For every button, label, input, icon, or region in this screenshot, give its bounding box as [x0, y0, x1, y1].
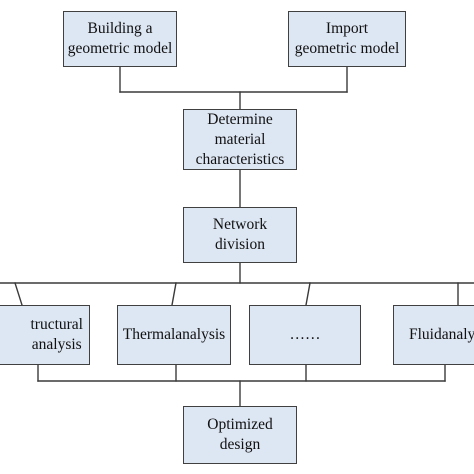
building-geometric-model-box: Building a geometric model: [63, 11, 177, 67]
label-line: ……: [289, 326, 321, 343]
label-line: material: [214, 130, 266, 148]
ellipsis-label: ……: [290, 325, 321, 345]
fluid-analysis-label: Fluidanaly: [409, 325, 474, 345]
label-line: Network: [212, 216, 268, 233]
building-geometric-model-label: Building a geometric model: [68, 19, 173, 59]
connector-split-to-ellipsis: [305, 282, 311, 306]
label-line: Building a: [87, 20, 153, 37]
label-line: geometric model: [67, 40, 173, 57]
label-line: Determine: [207, 110, 273, 128]
determine-material-label: Determine material characteristics: [196, 110, 285, 170]
label-line: characteristics: [195, 150, 285, 168]
structural-analysis-box: tructural analysis: [0, 305, 90, 365]
label-line: geometric model: [294, 40, 400, 57]
label-line: analysis: [31, 336, 82, 353]
network-division-box: Network division: [183, 207, 297, 263]
connector-split-to-structural: [14, 282, 23, 306]
import-geometric-model-label: Import geometric model: [295, 19, 400, 59]
determine-material-box: Determine material characteristics: [183, 109, 297, 170]
thermal-analysis-box: Thermalanalysis: [117, 305, 231, 365]
label-line: Optimized: [207, 416, 273, 433]
thermal-analysis-label: Thermalanalysis: [123, 325, 225, 345]
label-line: tructural: [30, 316, 83, 333]
structural-analysis-label: tructural analysis: [30, 315, 83, 355]
optimized-design-label: Optimized design: [207, 415, 272, 455]
label-line: division: [215, 236, 265, 253]
ellipsis-box: ……: [249, 305, 361, 365]
label-line: Import: [325, 20, 369, 37]
import-geometric-model-box: Import geometric model: [288, 11, 406, 67]
connector-split-to-thermal: [171, 282, 177, 306]
label-line: design: [219, 436, 261, 453]
label-line: Thermalanalysis: [122, 326, 226, 343]
label-line: Fluidanaly: [409, 326, 474, 343]
optimized-design-box: Optimized design: [183, 406, 297, 464]
fluid-analysis-box: Fluidanaly: [393, 305, 474, 365]
network-division-label: Network division: [213, 215, 267, 255]
